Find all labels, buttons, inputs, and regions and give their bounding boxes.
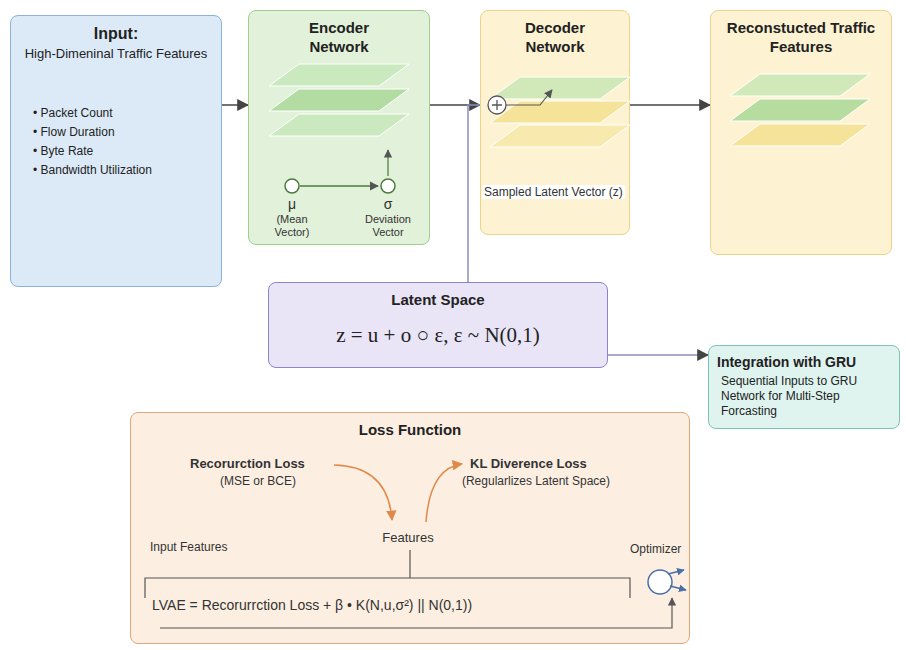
- node-heading: Integration with GRU: [717, 354, 891, 372]
- text-label: (MSE or BCE): [220, 474, 296, 488]
- loss-arrow: [426, 464, 462, 522]
- mean-circle: [285, 179, 299, 193]
- network-layer: [730, 99, 870, 121]
- node-heading: Loss Function: [139, 421, 681, 440]
- node-heading: Input:: [19, 24, 213, 44]
- node-heading: Decoder Network: [500, 19, 610, 57]
- output-box: Reconstucted Traffic Features: [710, 10, 892, 255]
- deviation-circle: [381, 179, 395, 193]
- encoder-arrow: [300, 185, 378, 186]
- connector-arrow: [222, 104, 248, 106]
- text-label: Recorurction Loss: [190, 456, 305, 471]
- optimizer-symbol: [648, 570, 672, 594]
- node-heading: Latent Space: [277, 291, 599, 310]
- node-text: • Bandwidth Utilization: [33, 163, 213, 178]
- optimizer-symbol: [668, 570, 684, 574]
- node-heading: Encoder Network: [284, 19, 394, 57]
- plus-sign: [492, 100, 502, 110]
- text-label: Input Features: [150, 540, 227, 554]
- text-label: Features: [382, 530, 433, 545]
- connector-arrow: [430, 104, 480, 106]
- input-box: Input: High-Dimeninal Traffic Features • P…: [10, 15, 222, 287]
- encoder-arrow: [387, 150, 388, 176]
- node-text: • Packet Count: [33, 106, 213, 121]
- decoder-arrow: [506, 90, 552, 105]
- network-layer: [269, 64, 409, 86]
- network-layer: [269, 89, 409, 111]
- network-layer: [730, 74, 870, 96]
- network-layer: [490, 125, 630, 147]
- text-label: (Mean Vector): [264, 213, 320, 238]
- loss-arrow: [334, 465, 392, 520]
- gru-box: Integration with GRU Sequential Inputs to…: [708, 345, 900, 429]
- node-heading: Reconstucted Traffic Features: [726, 19, 876, 57]
- sum-circle: [488, 96, 506, 114]
- connector-arrow: [630, 104, 710, 106]
- formula-bracket: [145, 578, 630, 598]
- node-text: Sequential Inputs to GRU Network for Mul…: [721, 374, 891, 419]
- network-layer: [490, 101, 630, 123]
- text-label: Optimizer: [630, 542, 681, 556]
- connector-arrow: [468, 105, 480, 282]
- text-label: KL Diverence Loss: [470, 456, 587, 471]
- node-text: z = u + o ○ ε, ε ~ N(0,1): [277, 322, 599, 348]
- encoder-box: Encoder Network: [248, 10, 430, 245]
- text-label: LVAE = Recorurrction Loss + β • K(N,u,σ²…: [152, 597, 472, 613]
- text-label: Deviation Vector: [356, 213, 420, 238]
- node-text: • Byte Rate: [33, 144, 213, 159]
- latent-box: Latent Space z = u + o ○ ε, ε ~ N(0,1): [268, 282, 608, 368]
- text-label: σ: [384, 196, 393, 212]
- network-layer: [490, 77, 630, 99]
- decoder-box: Decoder Network: [480, 10, 630, 235]
- bracket-line: [409, 550, 410, 578]
- network-layer: [730, 124, 870, 146]
- node-text: High-Dimeninal Traffic Features: [19, 46, 213, 62]
- text-label: μ: [288, 196, 296, 212]
- network-layer: [269, 114, 409, 136]
- connector-arrow: [608, 354, 708, 356]
- node-text: • Flow Duration: [33, 125, 213, 140]
- text-label: (Regularlizes Latent Space): [462, 474, 610, 488]
- connector-label: Sampled Latent Vector (z): [482, 185, 625, 199]
- layer-planes: [269, 64, 870, 147]
- optimizer-symbol: [670, 586, 686, 590]
